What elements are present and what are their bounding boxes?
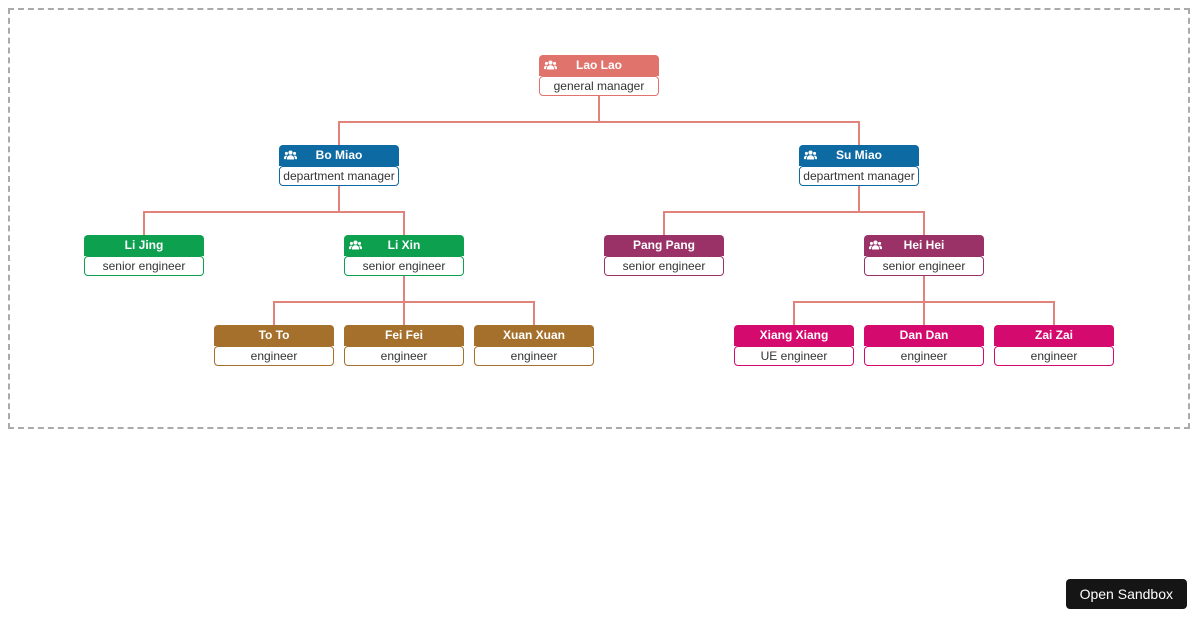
connector-line	[794, 301, 859, 325]
node-name: Li Xin	[344, 235, 464, 256]
node-name: Xuan Xuan	[474, 325, 594, 346]
node-role: engineer	[864, 346, 984, 366]
connector-line	[859, 121, 1119, 145]
node-name-text: Fei Fei	[384, 328, 423, 342]
node-name: Hei Hei	[864, 235, 984, 256]
connector-line	[729, 211, 924, 235]
node-name-text: Xuan Xuan	[502, 328, 565, 342]
org-node-li-jing[interactable]: Li Jing senior engineer	[84, 235, 204, 276]
node-name-text: Hei Hei	[903, 238, 945, 252]
connector-line	[859, 301, 924, 325]
node-role: senior engineer	[604, 256, 724, 276]
node-role: UE engineer	[734, 346, 854, 366]
node-name: Fei Fei	[344, 325, 464, 346]
node-role: department manager	[799, 166, 919, 186]
node-name-text: To To	[258, 328, 290, 342]
connector-line	[79, 121, 339, 145]
node-name: Zai Zai	[994, 325, 1114, 346]
org-node-zai-zai[interactable]: Zai Zai engineer	[994, 325, 1114, 366]
users-icon	[869, 240, 882, 250]
users-icon	[284, 150, 297, 160]
org-node-bo-miao[interactable]: Bo Miao department manager	[279, 145, 399, 186]
connector-line	[144, 211, 209, 235]
org-node-hei-hei[interactable]: Hei Hei senior engineer	[864, 235, 984, 276]
node-name-text: Su Miao	[835, 148, 882, 162]
node-name-text: Lao Lao	[575, 58, 622, 72]
node-role: engineer	[214, 346, 334, 366]
users-icon	[349, 240, 362, 250]
node-name-text: Pang Pang	[632, 238, 695, 252]
node-role: department manager	[279, 166, 399, 186]
users-icon	[804, 150, 817, 160]
node-name: Bo Miao	[279, 145, 399, 166]
connector-line	[469, 301, 534, 325]
node-name: Dan Dan	[864, 325, 984, 346]
node-name-text: Zai Zai	[1034, 328, 1073, 342]
org-node-pang-pang[interactable]: Pang Pang senior engineer	[604, 235, 724, 276]
node-name-text: Xiang Xiang	[759, 328, 829, 342]
node-name-text: Bo Miao	[315, 148, 363, 162]
connector-line	[664, 211, 729, 235]
node-name: To To	[214, 325, 334, 346]
connector-down-line	[858, 186, 860, 211]
node-role: senior engineer	[864, 256, 984, 276]
connector-line	[1054, 301, 1119, 325]
connector-down-line	[923, 276, 925, 301]
node-name-text: Li Xin	[387, 238, 421, 252]
connector-line	[534, 301, 599, 325]
node-name-text: Dan Dan	[899, 328, 949, 342]
node-name: Li Jing	[84, 235, 204, 256]
org-node-dan-dan[interactable]: Dan Dan engineer	[864, 325, 984, 366]
node-role: senior engineer	[344, 256, 464, 276]
org-node-li-xin[interactable]: Li Xin senior engineer	[344, 235, 464, 276]
connector-line	[924, 301, 989, 325]
connector-line	[989, 301, 1054, 325]
connector-line	[209, 301, 274, 325]
org-node-lao-lao[interactable]: Lao Lao general manager	[539, 55, 659, 96]
users-icon	[544, 60, 557, 70]
org-node-xiang-xiang[interactable]: Xiang Xiang UE engineer	[734, 325, 854, 366]
connector-down-line	[338, 186, 340, 211]
connector-line	[339, 121, 599, 145]
connector-line	[404, 211, 599, 235]
connector-line	[209, 211, 404, 235]
node-role: engineer	[994, 346, 1114, 366]
preview-frame: Lao Lao general manager Bo Miao department …	[8, 8, 1190, 429]
connector-line	[79, 211, 144, 235]
node-role: senior engineer	[84, 256, 204, 276]
connector-down-line	[598, 96, 600, 121]
node-name: Pang Pang	[604, 235, 724, 256]
node-name: Su Miao	[799, 145, 919, 166]
connector-down-line	[403, 276, 405, 301]
node-name: Xiang Xiang	[734, 325, 854, 346]
org-node-fei-fei[interactable]: Fei Fei engineer	[344, 325, 464, 366]
connector-line	[924, 211, 1119, 235]
open-sandbox-button[interactable]: Open Sandbox	[1065, 579, 1187, 609]
connector-line	[404, 301, 469, 325]
node-role: engineer	[344, 346, 464, 366]
orgchart: Lao Lao general manager Bo Miao department …	[10, 10, 1188, 366]
connector-line	[339, 301, 404, 325]
node-role: general manager	[539, 76, 659, 96]
org-node-xuan-xuan[interactable]: Xuan Xuan engineer	[474, 325, 594, 366]
connector-line	[729, 301, 794, 325]
org-node-su-miao[interactable]: Su Miao department manager	[799, 145, 919, 186]
connector-line	[274, 301, 339, 325]
org-node-to-to[interactable]: To To engineer	[214, 325, 334, 366]
connector-line	[599, 211, 664, 235]
node-name: Lao Lao	[539, 55, 659, 76]
connector-line	[599, 121, 859, 145]
node-role: engineer	[474, 346, 594, 366]
node-name-text: Li Jing	[124, 238, 164, 252]
